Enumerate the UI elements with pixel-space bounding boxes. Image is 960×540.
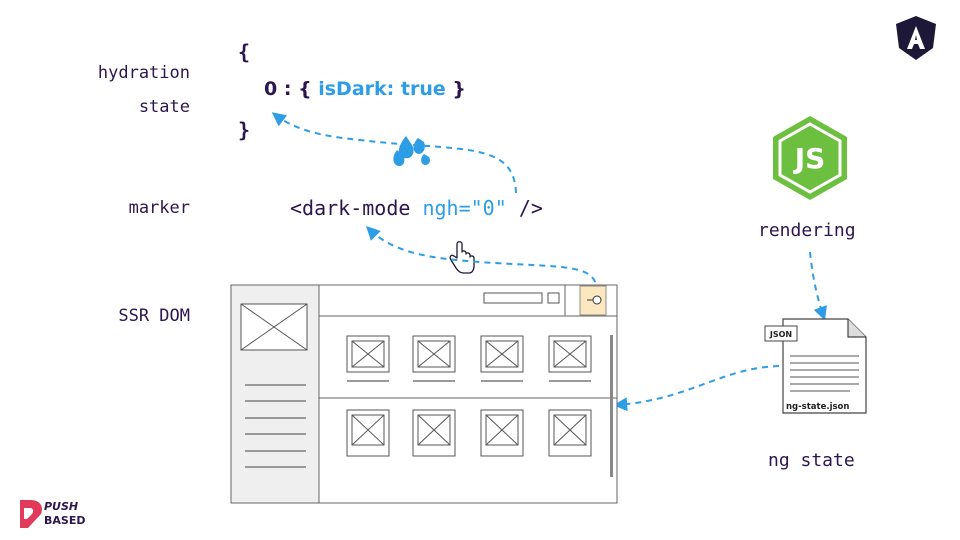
wireframe-scrollbar — [610, 335, 613, 477]
json-badge-text: JSON — [769, 330, 792, 339]
state-entry: 0 : { isDark: true } — [264, 78, 466, 100]
wireframe-search-box — [483, 292, 543, 304]
nodejs-logo-text: JS — [793, 142, 826, 175]
marker-code: <dark-mode ngh="0" /> — [290, 196, 543, 220]
state-close-brace: } — [238, 118, 251, 142]
wireframe-sidebar-lines — [245, 384, 306, 468]
state-inner-close: } — [452, 78, 466, 100]
rendering-label: rendering — [758, 220, 856, 241]
marker-tag-open: <dark-mode — [290, 196, 411, 220]
state-content: isDark: true — [318, 78, 446, 100]
wireframe-search-button — [547, 292, 560, 304]
water-drops-icon — [393, 136, 430, 167]
state-key: 0 — [264, 78, 278, 100]
ng-state-label: ng state — [768, 450, 855, 471]
angular-logo-icon — [896, 16, 936, 60]
state-colon-brace: : { — [283, 78, 312, 100]
push-based-line2: BASED — [44, 514, 85, 527]
marker-attr: ngh="0" — [422, 196, 507, 220]
wireframe-sidebar-image — [240, 303, 308, 351]
push-based-line1: PUSH — [44, 500, 78, 513]
json-file-name: ng-state.json — [786, 402, 849, 412]
pointer-hand-icon — [449, 241, 475, 274]
arrow-json-to-dom — [613, 365, 780, 412]
ssr-dom-label: SSR DOM — [118, 306, 190, 326]
json-badge — [764, 325, 798, 342]
ssr-dom-wireframe — [230, 284, 618, 504]
dark-mode-toggle-icon — [579, 285, 607, 316]
marker-tag-close: /> — [518, 196, 543, 220]
hydration-label-line2: state — [138, 97, 190, 117]
arrow-rendering-to-json — [809, 251, 827, 321]
nodejs-logo-icon: JS — [773, 116, 847, 200]
arrow-dom-to-marker — [366, 226, 598, 294]
hydration-state-label: hydration state — [60, 56, 190, 124]
marker-label: marker — [128, 198, 190, 218]
wireframe-card-grid — [346, 335, 592, 457]
push-based-logo-icon: PUSH BASED — [20, 500, 85, 528]
json-file-icon: JSON ng-state.json — [764, 318, 867, 414]
state-open-brace: { — [238, 40, 251, 64]
wireframe-header — [319, 285, 617, 317]
hydration-label-line1: hydration — [97, 63, 190, 83]
